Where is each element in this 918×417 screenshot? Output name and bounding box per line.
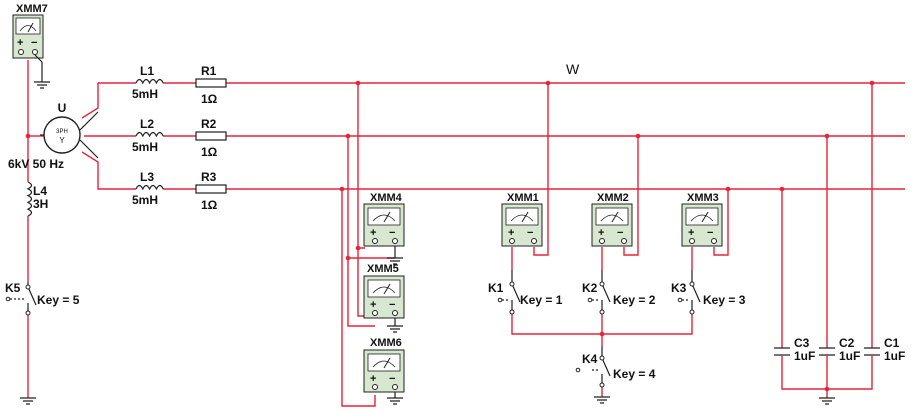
switch-k1[interactable]: K1 Key = 1 (488, 270, 563, 315)
switch-k1-name: K1 (488, 281, 504, 295)
inductor-l1-name: L1 (140, 64, 154, 78)
xmm3-minus: − (707, 227, 713, 239)
ground-icon (819, 397, 835, 405)
switch-k4[interactable]: K4 Key = 4 (575, 346, 656, 388)
inductor-l1[interactable]: L1 5mH (132, 64, 164, 101)
three-phase-source[interactable]: 3PH Y U 6kV 50 Hz (8, 101, 99, 171)
multimeter-xmm5[interactable]: + − XMM5 (363, 263, 405, 319)
xmm7-name: XMM7 (16, 3, 48, 15)
xmm3-plus: + (688, 227, 694, 239)
xmm6-plus: + (370, 373, 376, 385)
inductor-l3-value: 5mH (132, 193, 158, 207)
capacitor-c1-name: C1 (884, 336, 900, 350)
capacitor-c2[interactable]: C2 1uF (819, 336, 860, 363)
capacitor-c1-value: 1uF (884, 349, 905, 363)
capacitor-c1[interactable]: C1 1uF (864, 336, 905, 363)
source-symbol-top: 3PH (56, 129, 68, 135)
resistor-r3-name: R3 (201, 170, 217, 184)
switch-k1-key: Key = 1 (520, 293, 563, 307)
xmm3-name: XMM3 (687, 192, 719, 204)
xmm5-name: XMM5 (367, 263, 399, 275)
inductor-l2-name: L2 (140, 117, 154, 131)
resistor-r3-value: 1Ω (201, 198, 218, 212)
xmm7-plus: + (17, 37, 23, 49)
resistor-r1-value: 1Ω (201, 92, 218, 106)
xmm1-plus: + (508, 227, 514, 239)
capacitor-c2-name: C2 (839, 336, 855, 350)
switch-k5-key: Key = 5 (37, 293, 80, 307)
switch-k5-name: K5 (5, 281, 21, 295)
switch-k5[interactable]: K5 Key = 5 (5, 281, 80, 316)
switch-k2[interactable]: K2 Key = 2 (582, 270, 656, 315)
ground-icon (387, 325, 403, 333)
capacitor-c3-name: C3 (794, 336, 810, 350)
resistor-r2-name: R2 (201, 117, 217, 131)
junction-dots (25, 80, 875, 392)
switch-k3[interactable]: K3 Key = 3 (671, 270, 746, 315)
ground-icon (20, 397, 36, 405)
resistor-r3[interactable]: R3 1Ω (195, 170, 227, 212)
switch-k4-name: K4 (582, 352, 598, 366)
capacitor-c3-value: 1uF (794, 349, 815, 363)
inductor-l2-value: 5mH (132, 140, 158, 154)
ground-icon (387, 397, 403, 405)
xmm5-plus: + (370, 299, 376, 311)
multimeter-xmm7[interactable]: + − XMM7 (12, 3, 48, 59)
inductor-l4-value: 3H (33, 197, 48, 211)
xmm2-plus: + (598, 227, 604, 239)
multimeter-xmm2[interactable]: + − XMM2 (591, 192, 633, 247)
xmm4-plus: + (370, 227, 376, 239)
bus-label: W (566, 61, 580, 77)
switch-k3-key: Key = 3 (703, 293, 746, 307)
multimeter-xmm1[interactable]: + − XMM1 (501, 192, 543, 247)
multimeter-xmm3[interactable]: + − XMM3 (681, 192, 723, 247)
xmm4-minus: − (389, 227, 395, 239)
ground-icon (34, 81, 50, 89)
xmm2-name: XMM2 (597, 192, 629, 204)
source-rating: 6kV 50 Hz (8, 157, 64, 171)
inductor-l3[interactable]: L3 5mH (132, 170, 164, 207)
xmm2-minus: − (617, 227, 623, 239)
source-name: U (58, 101, 67, 115)
inductor-l1-value: 5mH (132, 87, 158, 101)
inductor-l3-name: L3 (140, 170, 154, 184)
resistor-r2[interactable]: R2 1Ω (195, 117, 227, 159)
source-symbol-bottom: Y (59, 136, 65, 145)
inductor-l2[interactable]: L2 5mH (132, 117, 164, 154)
switch-k2-name: K2 (582, 281, 598, 295)
capacitor-c2-value: 1uF (839, 349, 860, 363)
switch-k4-key: Key = 4 (613, 367, 656, 381)
inductor-l4[interactable]: L4 3H (26, 181, 48, 217)
capacitor-c3[interactable]: C3 1uF (774, 336, 815, 363)
switch-k3-name: K3 (671, 281, 687, 295)
xmm4-name: XMM4 (370, 192, 403, 204)
ground-icon (387, 257, 403, 265)
xmm1-name: XMM1 (507, 192, 539, 204)
resistor-r1[interactable]: R1 1Ω (195, 64, 227, 106)
xmm5-minus: − (389, 299, 395, 311)
inductor-l4-name: L4 (33, 184, 47, 198)
xmm6-minus: − (389, 373, 395, 385)
multimeter-xmm6[interactable]: + − XMM6 (363, 337, 405, 393)
resistor-r2-value: 1Ω (201, 145, 218, 159)
xmm1-minus: − (527, 227, 533, 239)
ground-icon (594, 396, 610, 404)
resistor-r1-name: R1 (201, 64, 217, 78)
xmm6-name: XMM6 (370, 337, 402, 349)
ground-symbols (20, 81, 835, 405)
xmm7-minus: − (31, 37, 37, 49)
wires (27, 60, 905, 407)
switch-k2-key: Key = 2 (613, 293, 656, 307)
multimeter-xmm4[interactable]: + − XMM4 (363, 192, 405, 247)
